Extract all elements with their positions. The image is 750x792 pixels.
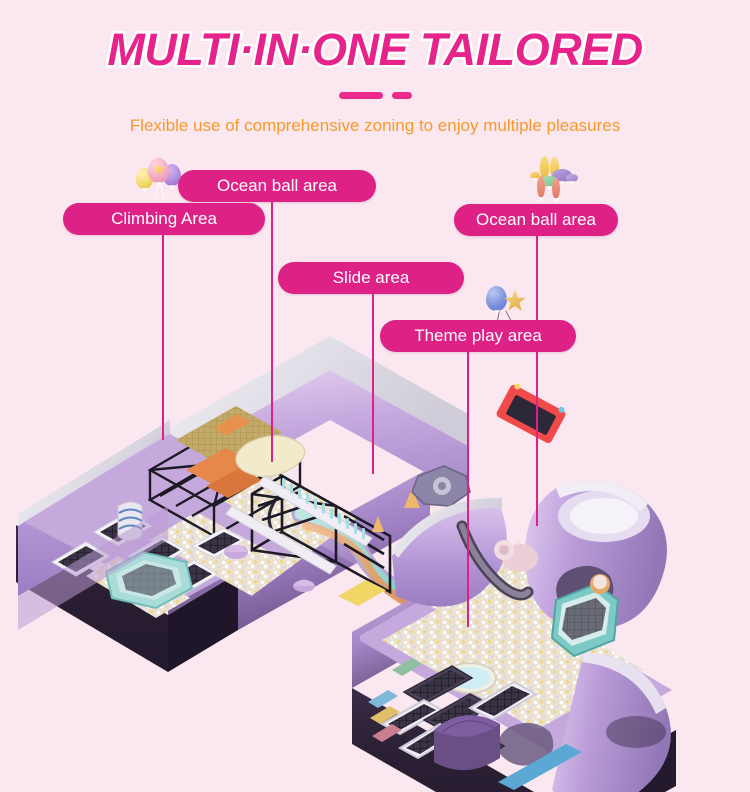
callout-climbing-area[interactable]: Climbing Area <box>63 203 265 235</box>
ball-pool-rails <box>225 475 373 575</box>
hex-trampoline <box>104 550 194 610</box>
climb-block-orange-3 <box>214 414 250 436</box>
callout-label: Ocean ball area <box>216 176 338 195</box>
blue-mat <box>498 744 582 790</box>
lower-tunnel-shadow <box>606 716 666 748</box>
wall-inner-left-shade <box>18 506 168 630</box>
picket-fence <box>282 478 365 539</box>
callout-label: Climbing Area <box>111 209 217 228</box>
purple-drum <box>434 715 500 771</box>
gold-star-icon <box>504 290 526 311</box>
arcade-panel <box>496 383 566 444</box>
leader-climbing-area <box>162 235 164 440</box>
star-balloon-icon <box>484 284 528 326</box>
title-divider <box>0 92 750 99</box>
divider-dash-short <box>391 92 412 99</box>
callout-label: Ocean ball area <box>475 210 597 229</box>
balloon-icon <box>136 158 184 204</box>
callout-label: Theme play area <box>414 326 542 345</box>
balloon-animal-icon <box>528 156 578 204</box>
prop-cone-1 <box>404 488 420 508</box>
plinth-left-front <box>168 573 238 672</box>
divider-dash-long <box>338 92 383 99</box>
teal-play-pod <box>550 574 620 658</box>
page-title: MULTI·IN·ONE TAILORED <box>105 22 646 78</box>
callout-slide-area[interactable]: Slide area <box>278 262 464 294</box>
callout-ocean-ball-left[interactable]: Ocean ball area <box>178 170 376 202</box>
wall-right-curved-rim <box>392 497 502 558</box>
ladder-stairs <box>456 520 534 601</box>
wall-rim-back <box>170 336 468 460</box>
callout-ocean-ball-right[interactable]: Ocean ball area <box>454 204 618 236</box>
leader-theme-play-area <box>467 352 469 627</box>
star-icon <box>153 163 165 175</box>
callout-label: Slide area <box>332 268 410 287</box>
spinner-octagon <box>411 465 471 507</box>
pink-animal-prop <box>494 540 538 572</box>
climbing-net-mesh <box>176 406 282 466</box>
leader-slide-area <box>372 294 374 474</box>
playground-render <box>0 300 750 792</box>
leader-ocean-ball-right <box>536 236 538 526</box>
wall-swoop-rim <box>582 652 666 714</box>
activity-panels <box>368 658 422 742</box>
leader-ocean-ball-left <box>271 202 273 462</box>
prop-cone-2 <box>372 516 384 532</box>
page-subtitle: Flexible use of comprehensive zoning to … <box>129 116 621 135</box>
callout-theme-play-area[interactable]: Theme play area <box>380 320 576 352</box>
bowl-slide <box>235 434 306 478</box>
prop-yellow-pad <box>338 580 386 606</box>
climb-block-orange-2 <box>206 468 262 498</box>
tunnel-opening-2 <box>498 722 554 766</box>
wall-rim-side-left <box>18 420 170 526</box>
playground-svg <box>16 336 676 792</box>
